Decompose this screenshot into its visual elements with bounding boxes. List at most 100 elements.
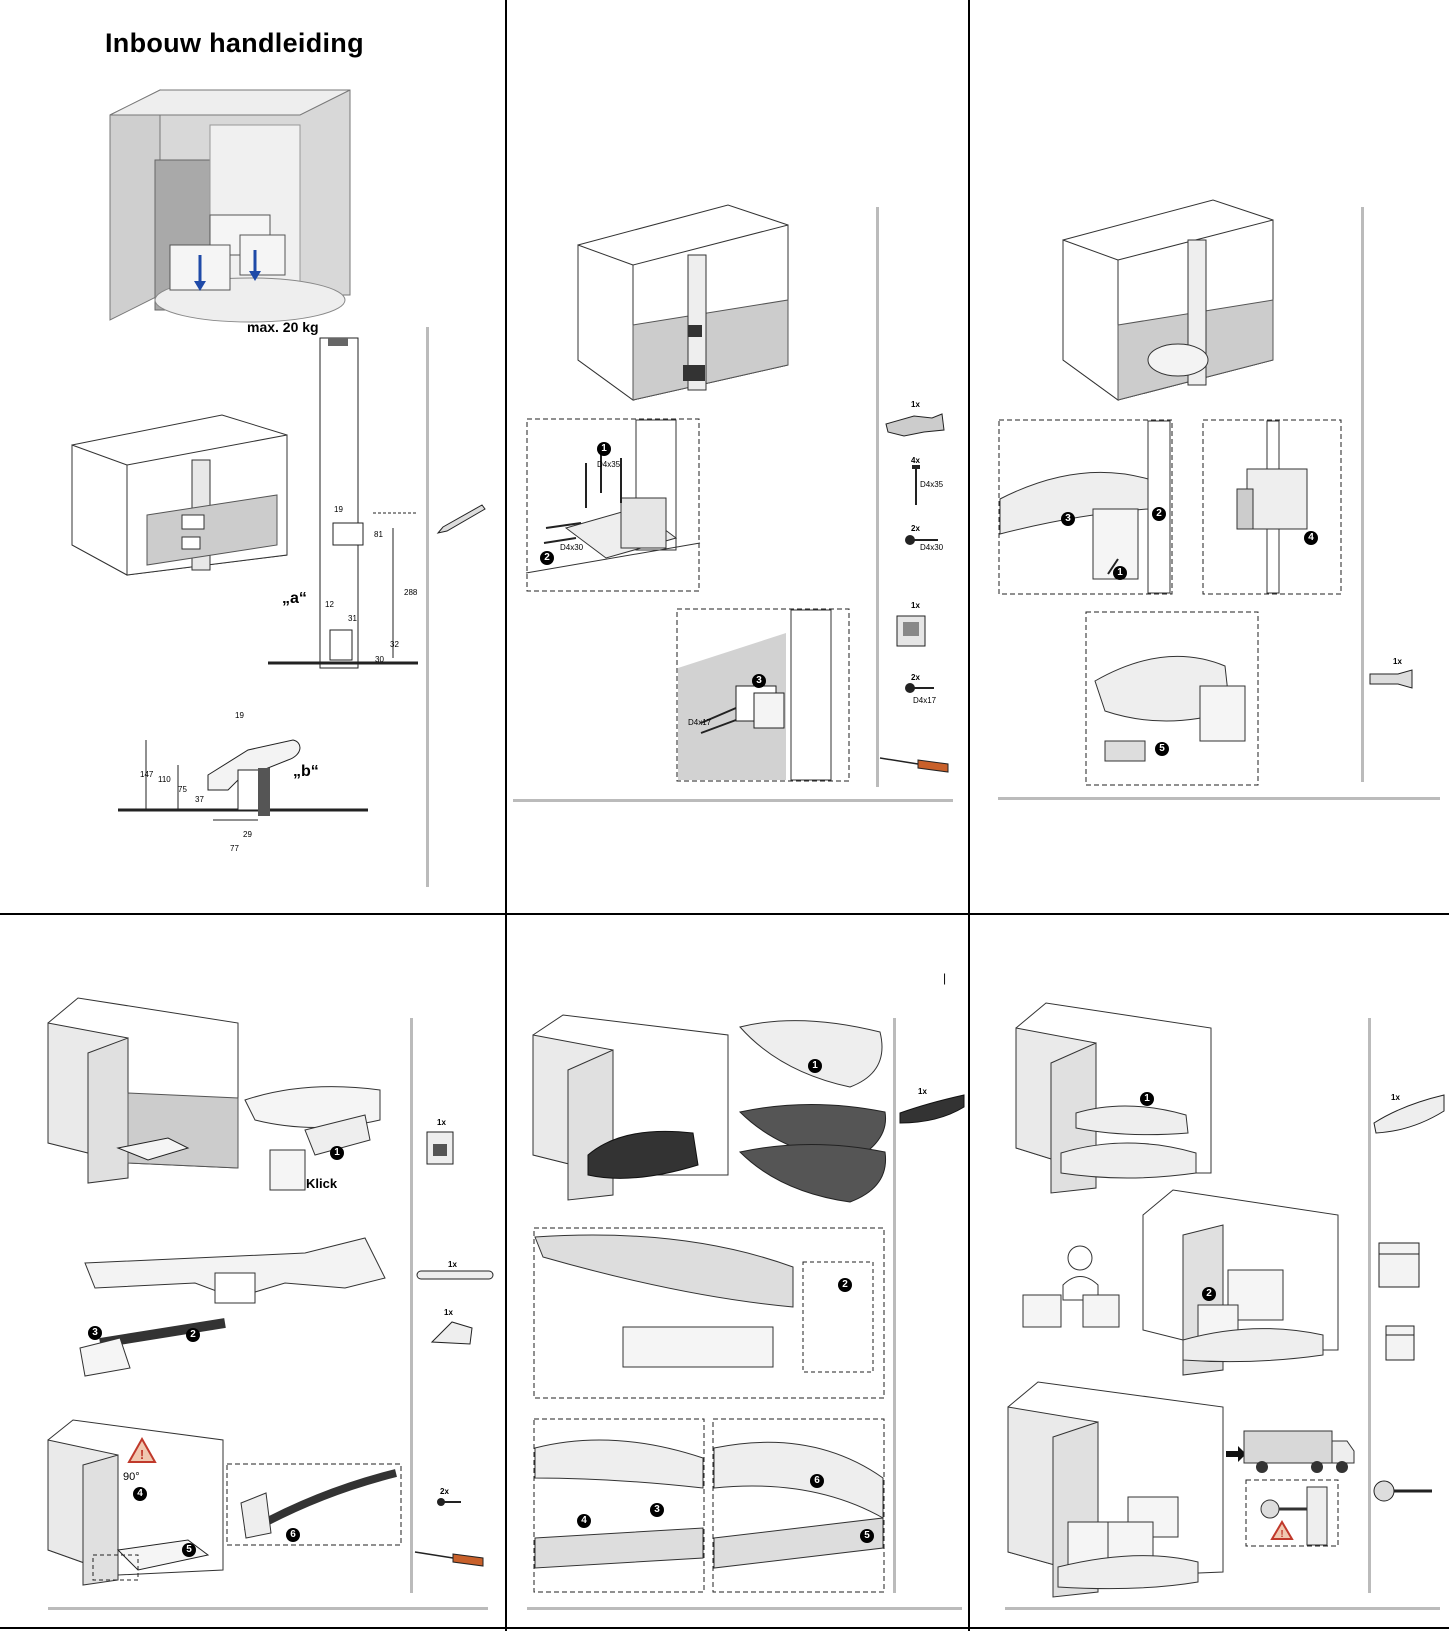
dim-a-31: 31 — [348, 614, 357, 623]
step-badge-p5-3: 3 — [650, 1503, 664, 1517]
part-qty-p2-1: 1x — [911, 400, 920, 409]
part-qty-p4-1: 1x — [437, 1118, 446, 1127]
cabinet-open-p5 — [532, 1014, 729, 1201]
corner-bracket-icon — [430, 1321, 473, 1345]
shelf-tray-icon — [899, 1094, 965, 1124]
hinge-bracket-icon — [426, 1131, 454, 1165]
bracket-icon — [885, 413, 945, 437]
panel-rule-p5 — [893, 1018, 896, 1593]
anti-tip-bolt-icon — [1373, 1480, 1432, 1502]
step-badge-p3-2: 2 — [1152, 507, 1166, 521]
pencil-icon — [436, 504, 486, 534]
panel-rule-p2 — [876, 207, 879, 787]
step-badge-p2-2: 2 — [540, 551, 554, 565]
panel-rule-p1 — [426, 327, 429, 887]
shelf-tray-icon — [1373, 1094, 1445, 1134]
screw-icon — [905, 535, 938, 545]
dim-a-30: 30 — [375, 655, 384, 664]
step-badge-p2-3: 3 — [752, 674, 766, 688]
panel-rule-p6 — [1368, 1018, 1371, 1593]
step-badge-p5-6: 6 — [810, 1474, 824, 1488]
panel-baseline-p2 — [513, 799, 953, 802]
dim-b-110: 110 — [158, 775, 171, 784]
screw-icon — [905, 683, 934, 693]
step-badge-p5-2: 2 — [838, 1278, 852, 1292]
max-load-label: max. 20 kg — [247, 319, 319, 335]
screw-label-d4x35: D4x35 — [597, 460, 621, 469]
part-qty-p4-4: 2x — [440, 1487, 449, 1496]
panel-baseline-p3 — [998, 797, 1440, 800]
shelf-exploded-p5 — [738, 1020, 887, 1203]
connector-block-icon — [896, 615, 926, 647]
part-qty-p2-2: 4x — [911, 456, 920, 465]
dim-b-37: 37 — [195, 795, 204, 804]
step-badge-p2-1: 1 — [597, 442, 611, 456]
step-badge-p5-4: 4 — [577, 1514, 591, 1528]
small-bin-icon — [1385, 1325, 1415, 1361]
dim-b-77: 77 — [230, 844, 239, 853]
part-qty-p2-5: 2x — [911, 673, 920, 682]
cabinet-open-p6-c — [1007, 1381, 1224, 1598]
step-badge-p6-2: 2 — [1202, 1287, 1216, 1301]
cabinet-diagram-p2 — [577, 204, 789, 401]
dim-a-32: 32 — [390, 640, 399, 649]
detail-box-p6-warning — [1245, 1479, 1339, 1547]
detail-box-p5-step5 — [712, 1418, 885, 1593]
divider-horizontal-middle — [0, 913, 1449, 915]
step-badge-p5-5: 5 — [860, 1529, 874, 1543]
screwdriver-icon — [414, 1551, 484, 1567]
dim-b-29: 29 — [243, 830, 252, 839]
panel-baseline-p6 — [1005, 1607, 1440, 1610]
large-bin-icon — [1378, 1242, 1420, 1288]
panel-rule-p4 — [410, 1018, 413, 1593]
part-qty-p6-1: 1x — [1391, 1093, 1400, 1102]
cabinet-diagram-p3 — [1062, 199, 1274, 401]
part-qty-p3-1: 1x — [1393, 657, 1402, 666]
warning-icon: ! — [1270, 1520, 1294, 1540]
dim-a-81: 81 — [374, 530, 383, 539]
detail-box-p2-step3 — [676, 608, 850, 782]
dim-b-75: 75 — [178, 785, 187, 794]
part-qty-p4-2: 1x — [448, 1260, 457, 1269]
detail-box-p3-step1-3 — [998, 419, 1173, 595]
detail-box-p5-step4 — [533, 1418, 705, 1593]
panel-baseline-p5 — [527, 1607, 962, 1610]
divider-vertical-right — [968, 0, 970, 1631]
screwdriver-icon — [879, 757, 949, 773]
step-badge-p6-1: 1 — [1140, 1092, 1154, 1106]
screw-label-d4x30: D4x30 — [560, 543, 584, 552]
step-badge-p4-1: 1 — [330, 1146, 344, 1160]
step-badge-p5-1: 1 — [808, 1059, 822, 1073]
dim-a-288: 288 — [404, 588, 418, 597]
arrow-right-icon — [1226, 1446, 1246, 1462]
person-lifting-bins-illustration — [1022, 1245, 1120, 1328]
divider-horizontal-bottom — [0, 1627, 1449, 1629]
part-qty-p2-3: 2x — [911, 524, 920, 533]
cabinet-diagram-a — [71, 414, 288, 576]
divider-vertical-left — [505, 0, 507, 1631]
svg-text:!: ! — [140, 1447, 144, 1462]
panel-rule-p3 — [1361, 207, 1364, 782]
dim-b-19: 19 — [235, 711, 244, 720]
connector-bar-icon — [416, 1270, 494, 1280]
cabinet-open-p6 — [1015, 1002, 1212, 1194]
step-badge-p4-4: 4 — [133, 1487, 147, 1501]
step-badge-p4-5: 5 — [182, 1543, 196, 1557]
truck-icon — [1243, 1430, 1355, 1473]
klick-label: Klick — [306, 1176, 338, 1191]
detail-box-p3-step4 — [1202, 419, 1342, 595]
page-mark: | — [943, 971, 947, 985]
dim-b-147: 147 — [140, 770, 154, 779]
label-a: „a“ — [282, 590, 307, 607]
angle-label: 90° — [123, 1471, 140, 1483]
part-code-p2-2: D4x35 — [920, 480, 944, 489]
part-code-p2-5: D4x17 — [913, 696, 937, 705]
technical-drawing-b — [118, 739, 368, 821]
warning-icon: ! — [127, 1436, 157, 1463]
step-badge-p3-4: 4 — [1304, 531, 1318, 545]
part-qty-p2-4: 1x — [911, 601, 920, 610]
page-title: Inbouw handleiding — [105, 28, 364, 58]
cabinet-open-p6-b — [1142, 1189, 1339, 1376]
detail-box-p2-step1 — [525, 418, 701, 592]
bracket-closeup-p4 — [244, 1086, 381, 1191]
